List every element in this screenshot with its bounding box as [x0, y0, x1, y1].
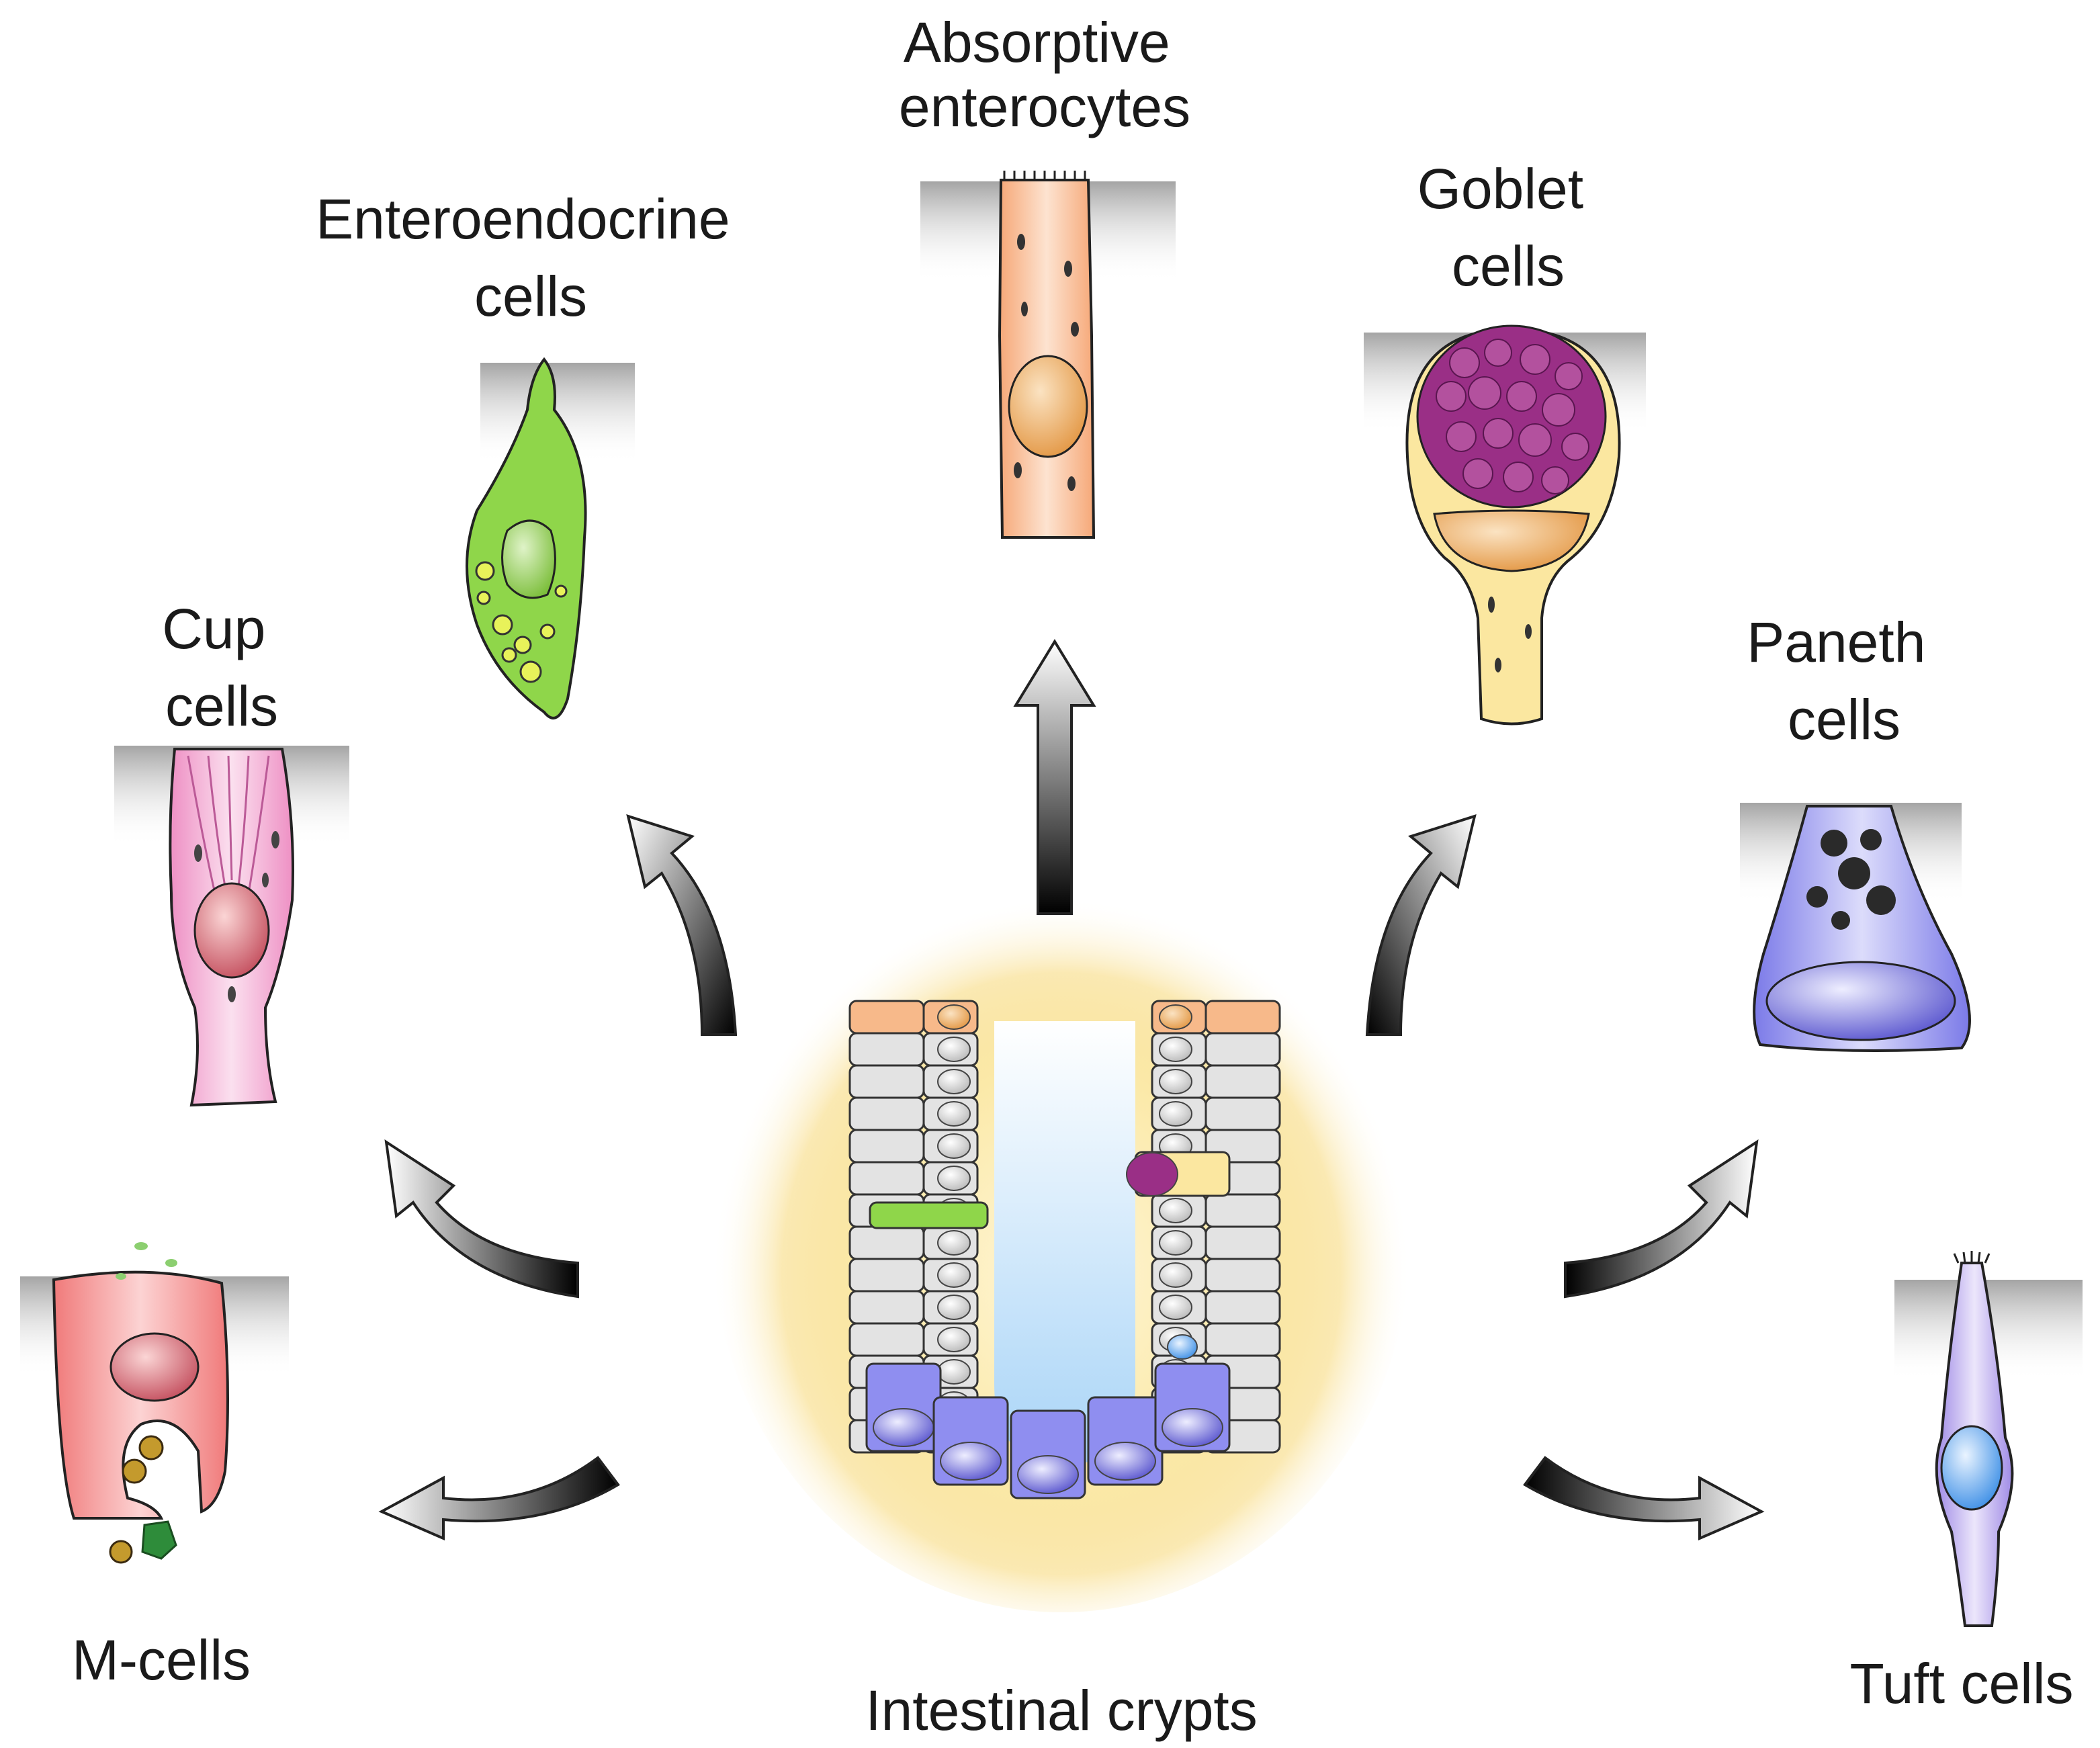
crypt-goblet-granules — [1126, 1152, 1178, 1196]
crypt-cell — [848, 1000, 925, 1035]
label-goblet-line1: Goblet — [1417, 157, 1584, 220]
crypt-cell — [848, 1161, 925, 1196]
arrows — [378, 639, 1765, 1541]
crypt-lumen — [994, 1021, 1135, 1465]
label-intestinal-crypts: Intestinal crypts — [865, 1679, 1258, 1742]
label-tuft-cells: Tuft cells — [1850, 1652, 2074, 1715]
goblet-nucleus — [1433, 509, 1590, 572]
paneth-cell: Paneth cells — [1740, 611, 1971, 1052]
crypt-cell-nucleus — [937, 1230, 971, 1256]
cup-cell: Cup cells — [114, 597, 349, 1107]
m-cell-lymphocyte — [141, 1520, 177, 1560]
crypt-cell-nucleus — [1159, 1101, 1192, 1127]
tuft-cell: Tuft cells — [1850, 1251, 2083, 1715]
crypt-cells — [848, 1000, 1281, 1499]
paneth-nucleus — [1765, 961, 1956, 1041]
label-paneth-line2: cells — [1788, 688, 1900, 751]
crypt-cell — [1205, 1322, 1281, 1357]
crypt-cell-nucleus — [937, 1166, 971, 1191]
absorptive-enterocyte: Absorptive enterocytes — [899, 11, 1190, 539]
crypt-paneth-nucleus — [940, 1442, 1002, 1481]
label-goblet-line2: cells — [1452, 234, 1565, 298]
cup-nucleus — [193, 882, 270, 979]
label-absorptive: Absorptive enterocytes — [899, 11, 1190, 138]
label-cup-line2: cells — [165, 674, 278, 738]
label-cup-line1: Cup — [162, 597, 265, 660]
crypt-cell-nucleus — [937, 1295, 971, 1320]
crypt-cell — [1205, 1225, 1281, 1260]
crypt-tuft-nucleus — [1167, 1334, 1198, 1360]
tuft-nucleus — [1940, 1425, 2003, 1511]
enteroendocrine-nucleus — [501, 519, 556, 599]
crypt-cell — [848, 1129, 925, 1164]
crypt-cell — [848, 1064, 925, 1099]
arrow-icon — [1523, 1456, 1765, 1541]
crypt-cell-nucleus — [1159, 1262, 1192, 1288]
crypt-cell-nucleus — [1159, 1230, 1192, 1256]
crypt-cell-nucleus — [937, 1004, 971, 1030]
label-absorptive-line2: enterocytes — [899, 75, 1190, 138]
crypt-enteroendocrine-cell — [869, 1201, 989, 1229]
crypt-cell-nucleus — [1159, 1198, 1192, 1223]
arrow-icon — [378, 1456, 620, 1541]
label-paneth-line1: Paneth — [1747, 611, 1925, 674]
crypt-cell — [848, 1290, 925, 1325]
crypt-cell — [1205, 1193, 1281, 1228]
arrow-icon — [1013, 639, 1096, 915]
crypt-cell-nucleus — [937, 1101, 971, 1127]
tuft-microvilli — [1953, 1251, 1990, 1264]
crypt-cell — [1205, 1000, 1281, 1035]
label-enteroendocrine-line1: Enteroendocrine — [316, 187, 730, 251]
crypt-cell — [1205, 1064, 1281, 1099]
arrow-icon — [1564, 1139, 1759, 1299]
intestinal-crypt: Intestinal crypts — [712, 860, 1411, 1742]
crypt-paneth-nucleus — [1162, 1408, 1223, 1447]
crypt-cell-nucleus — [937, 1262, 971, 1288]
enterocyte-nucleus — [1008, 355, 1088, 458]
label-paneth: Paneth cells — [1747, 611, 1941, 751]
crypt-cell-nucleus — [937, 1327, 971, 1352]
crypt-cell — [848, 1322, 925, 1357]
arrow-icon — [384, 1139, 579, 1299]
crypt-paneth-nucleus — [1017, 1455, 1079, 1494]
crypt-cell — [1205, 1258, 1281, 1293]
crypt-cell — [848, 1258, 925, 1293]
cup-fibrils — [187, 755, 270, 894]
enteroendocrine-cell: Enteroendocrine cells — [316, 187, 746, 719]
label-enteroendocrine-line2: cells — [474, 265, 587, 328]
crypt-cell-nucleus — [937, 1037, 971, 1062]
m-cell: M-cells — [20, 1242, 289, 1692]
crypt-cell-nucleus — [1159, 1295, 1192, 1320]
crypt-cell-nucleus — [937, 1133, 971, 1159]
goblet-cell: Goblet cells — [1364, 157, 1646, 726]
crypt-cell — [848, 1032, 925, 1067]
crypt-cell-nucleus — [937, 1069, 971, 1094]
crypt-cell-nucleus — [937, 1359, 971, 1385]
arrow-icon — [626, 814, 738, 1036]
label-enteroendocrine: Enteroendocrine cells — [316, 187, 746, 328]
brush-border — [1003, 171, 1086, 180]
arrow-icon — [1365, 814, 1477, 1036]
crypt-cell-nucleus — [1159, 1004, 1192, 1030]
crypt-cell — [1205, 1290, 1281, 1325]
crypt-cell — [848, 1225, 925, 1260]
label-m-cells: M-cells — [72, 1628, 251, 1692]
crypt-paneth-nucleus — [1094, 1442, 1156, 1481]
crypt-paneth-nucleus — [873, 1408, 934, 1447]
crypt-cell — [1205, 1032, 1281, 1067]
label-goblet: Goblet cells — [1417, 157, 1600, 298]
crypt-cell-nucleus — [1159, 1037, 1192, 1062]
m-cell-nucleus — [110, 1332, 200, 1402]
crypt-cell — [848, 1096, 925, 1131]
crypt-cell — [1205, 1096, 1281, 1131]
label-cup: Cup cells — [162, 597, 281, 738]
label-absorptive-line1: Absorptive — [904, 11, 1170, 74]
crypt-cell-nucleus — [1159, 1069, 1192, 1094]
